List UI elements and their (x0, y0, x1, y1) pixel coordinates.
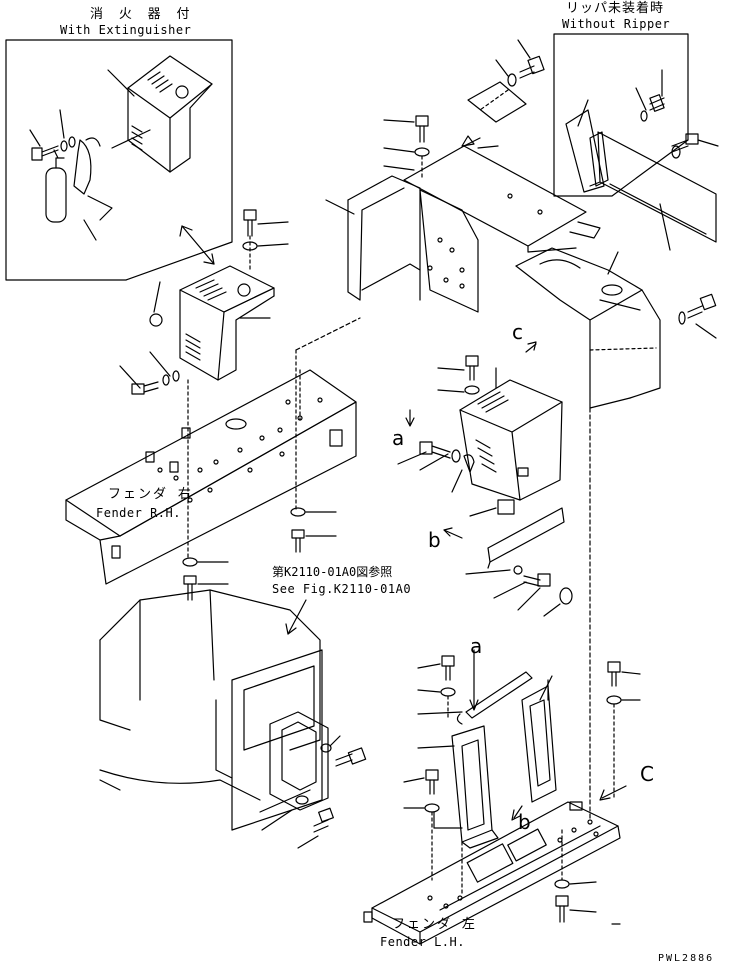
inset-extinguisher-frame (6, 40, 232, 280)
inset-ripper-frame (554, 34, 688, 196)
reference-leader (286, 600, 306, 634)
inset-extinguisher-label-jp: 消 火 器 付 (90, 7, 194, 22)
inset-ripper-label-en: Without Ripper (562, 17, 671, 31)
marker-a-lower: a (470, 634, 483, 658)
marker-b-upper: b (428, 528, 441, 552)
ripper-plate-long (590, 132, 718, 250)
rh-cover-hardware (120, 210, 288, 394)
fender-lh-shape (364, 802, 620, 944)
middle-cover-hardware (398, 356, 496, 492)
fender-lh-label-en: Fender L.H. (380, 935, 465, 949)
fender-rh-bolts (183, 380, 336, 600)
inset-extinguisher-label-en: With Extinguisher (60, 23, 192, 37)
lh-cover (516, 248, 660, 408)
lh-cover-bolt (608, 252, 716, 338)
cab-handrail (260, 712, 366, 848)
middle-cover (460, 380, 562, 500)
marker-a-upper: a (392, 426, 405, 450)
rear-frame (348, 176, 478, 312)
lower-handrail (457, 650, 532, 724)
side-slant-panel (570, 222, 600, 238)
drawing-code: PWL2886 (658, 953, 715, 964)
inset-extinguisher-bolt (32, 137, 75, 160)
rh-cover (180, 266, 274, 380)
reference-label-jp: 第K2110-01A0図参照 (272, 565, 393, 579)
swap-arrow (180, 226, 214, 264)
inset-ripper-plate (566, 70, 664, 192)
fender-rh-label-en: Fender R.H. (96, 506, 181, 520)
fender-lh-label-jp: フェンダ 左 (392, 917, 477, 932)
cab-outline (100, 590, 322, 830)
inset-ripper-label-jp: リッパ未装着時 (566, 1, 665, 16)
fender-rh-label-jp: フェンダ 右 (108, 487, 193, 502)
rear-top-plate (404, 138, 586, 252)
marker-c-lower: C (640, 762, 654, 786)
lower-side-plate-right (522, 680, 556, 802)
lower-side-plate-left (452, 726, 498, 848)
reference-label-en: See Fig.K2110-01A0 (272, 582, 412, 596)
inset-extinguisher-cover (128, 56, 212, 172)
rear-cover-plate (468, 40, 544, 122)
fender-rh-shape (66, 370, 356, 584)
rear-top-hardware (326, 116, 498, 214)
marker-c-upper: c (512, 320, 523, 344)
marker-b-lower: b (518, 810, 531, 834)
middle-bracket (444, 342, 572, 616)
fender-lh-hardware (404, 656, 640, 924)
inset-extinguisher-leaders (30, 70, 150, 240)
